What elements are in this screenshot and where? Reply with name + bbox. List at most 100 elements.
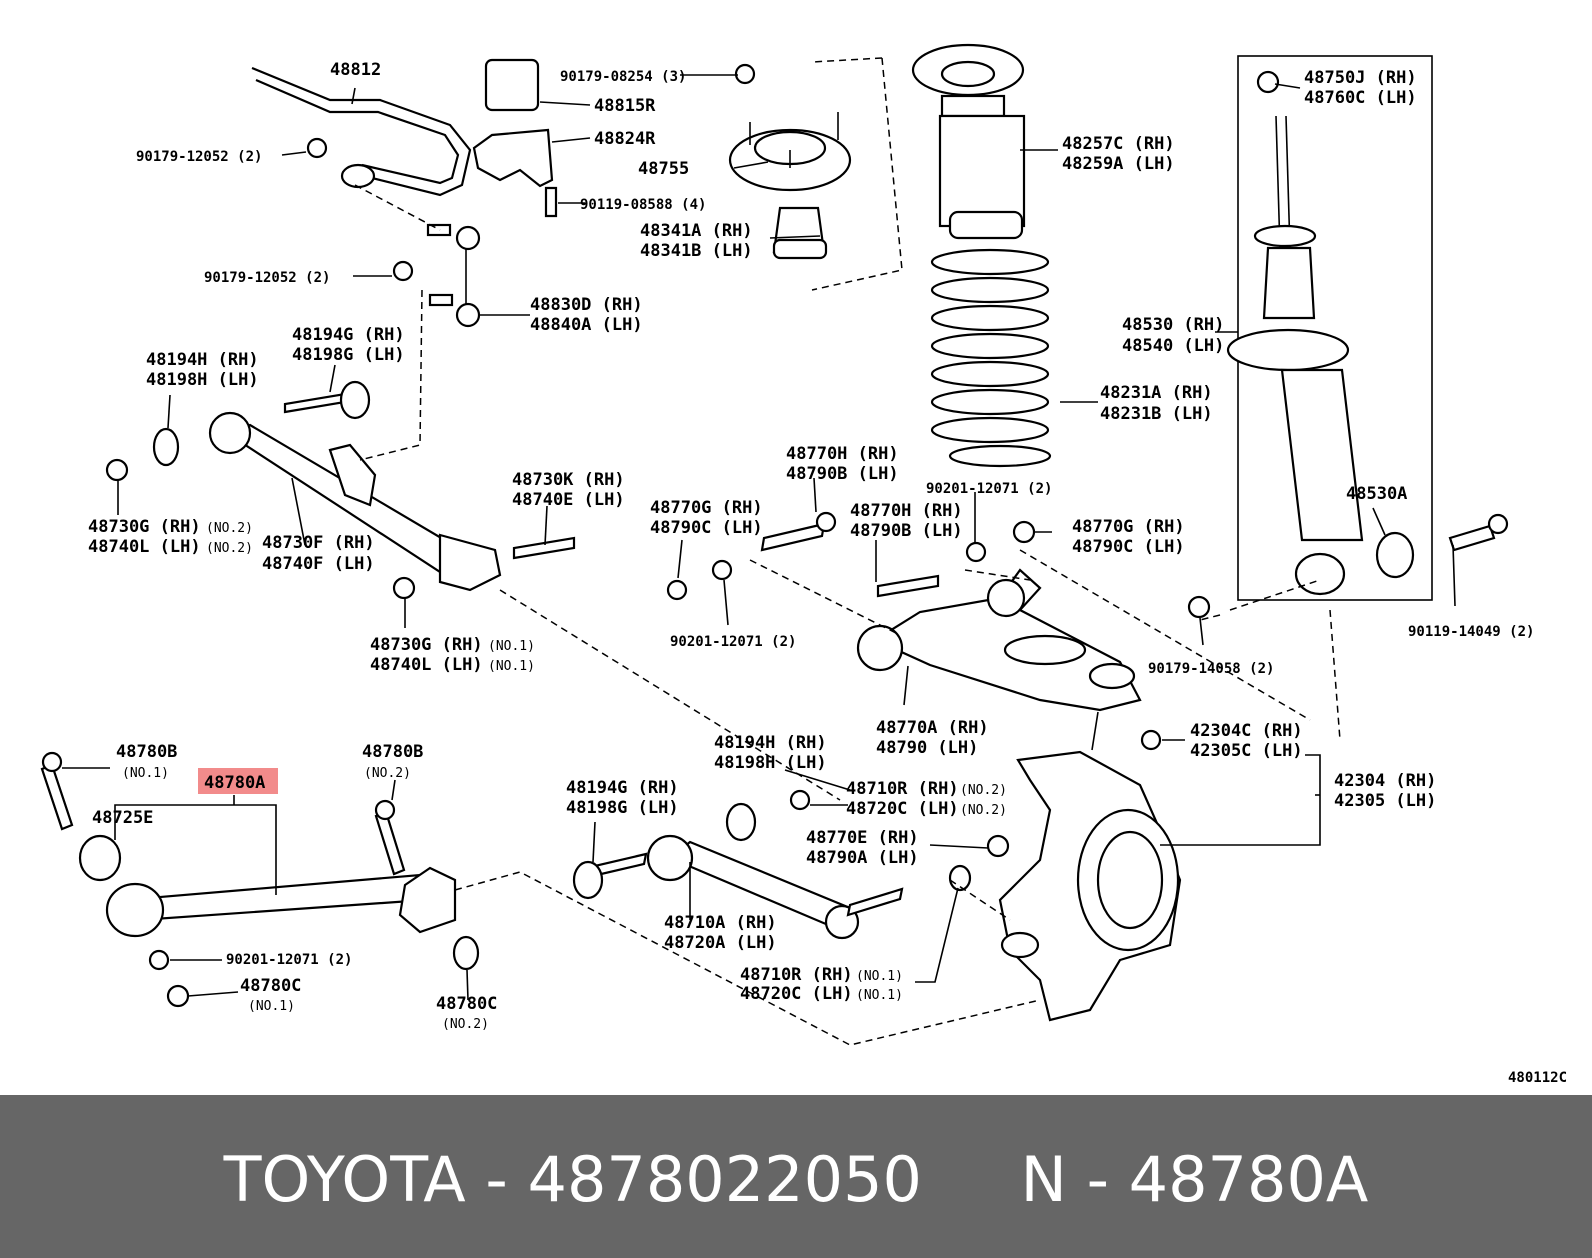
label-48730G-no2: 48730G (RH) xyxy=(88,517,201,537)
label-48780C-no1-suffix: (NO.1) xyxy=(248,999,295,1014)
label-48194H-bottom: 48194H (RH) xyxy=(714,733,827,753)
label-48530: 48530 (RH) xyxy=(1122,315,1224,335)
coil-spring-drawing xyxy=(930,248,1052,468)
label-48730F: 48730F (RH) xyxy=(262,533,375,553)
label-48770H-a: 48770H (RH) xyxy=(786,444,899,464)
stabilizer-bar-drawing xyxy=(251,58,756,282)
label-48231B: 48231B (LH) xyxy=(1100,404,1213,424)
label-90179-14058: 90179-14058 (2) xyxy=(1148,661,1274,677)
label-48725E: 48725E xyxy=(92,808,153,828)
label-48720C-no1: 48720C (LH) xyxy=(740,984,853,1004)
label-48780C-no1: 48780C xyxy=(240,976,301,996)
label-48780A-highlighted: 48780A xyxy=(204,773,265,793)
label-48710R-no2: 48710R (RH) xyxy=(846,779,959,799)
label-90119-14049: 90119-14049 (2) xyxy=(1408,624,1534,640)
footer-banner: TOYOTA - 4878022050 N - 48780A xyxy=(0,1095,1592,1258)
dust-boot-drawing xyxy=(911,43,1026,240)
label-48760C: 48760C (LH) xyxy=(1304,88,1417,108)
stabilizer-link-drawing xyxy=(426,223,481,328)
label-48770G-a: 48770G (RH) xyxy=(650,498,763,518)
label-48790A: 48790A (LH) xyxy=(806,848,919,868)
label-48815R: 48815R xyxy=(594,96,656,116)
label-48790B-b: 48790B (LH) xyxy=(850,521,963,541)
label-48720C-no1-suffix: (NO.1) xyxy=(856,988,903,1003)
label-90201-12071-c: 90201-12071 (2) xyxy=(226,952,352,968)
label-48194G-bottom: 48194G (RH) xyxy=(566,778,679,798)
label-48710R-no1-suffix: (NO.1) xyxy=(856,969,903,984)
label-48198H-bottom: 48198H (LH) xyxy=(714,753,827,773)
label-48540: 48540 (LH) xyxy=(1122,336,1224,356)
label-48730G-no1-suffix: (NO.1) xyxy=(488,639,535,654)
label-48259A: 48259A (LH) xyxy=(1062,154,1175,174)
label-90201-12071-a: 90201-12071 (2) xyxy=(926,481,1052,497)
footer-title: TOYOTA - 4878022050 N - 48780A xyxy=(223,1143,1369,1216)
label-42305C: 42305C (LH) xyxy=(1190,741,1303,761)
label-48194G-top: 48194G (RH) xyxy=(292,325,405,345)
label-90201-12071-b: 90201-12071 (2) xyxy=(670,634,796,650)
label-48780C-no2: 48780C xyxy=(436,994,497,1014)
label-48720A: 48720A (LH) xyxy=(664,933,777,953)
label-48530A: 48530A xyxy=(1346,484,1407,504)
label-42305: 42305 (LH) xyxy=(1334,791,1436,811)
steering-knuckle-drawing xyxy=(998,750,1182,1022)
shock-absorber-drawing xyxy=(1226,55,1509,601)
label-48755: 48755 xyxy=(638,159,689,179)
label-48231A: 48231A (RH) xyxy=(1100,383,1213,403)
label-48740F: 48740F (LH) xyxy=(262,554,375,574)
label-90119-08588: 90119-08588 (4) xyxy=(580,197,706,213)
label-48198G-top: 48198G (LH) xyxy=(292,345,405,365)
label-48770E: 48770E (RH) xyxy=(806,828,919,848)
lateral-control-arm-drawing xyxy=(105,380,576,600)
upper-support-drawing xyxy=(728,112,852,260)
label-48770A: 48770A (RH) xyxy=(876,718,989,738)
label-48341B: 48341B (LH) xyxy=(640,241,753,261)
upper-control-arm-drawing xyxy=(666,511,1211,751)
label-48710R-no2-suffix: (NO.2) xyxy=(960,783,1007,798)
label-48198G-bottom: 48198G (LH) xyxy=(566,798,679,818)
label-48257C: 48257C (RH) xyxy=(1062,134,1175,154)
label-48710A: 48710A (RH) xyxy=(664,913,777,933)
label-48812: 48812 xyxy=(330,60,381,80)
lower-control-arm-drawing xyxy=(40,751,480,1008)
label-48740L-no2: 48740L (LH) xyxy=(88,537,201,557)
toe-control-arm-drawing xyxy=(572,789,1010,940)
label-48740L-no1: 48740L (LH) xyxy=(370,655,483,675)
label-48341A: 48341A (RH) xyxy=(640,221,753,241)
label-48830D: 48830D (RH) xyxy=(530,295,643,315)
label-48740L-no1-suffix: (NO.1) xyxy=(488,659,535,674)
label-48780B-no2: 48780B xyxy=(362,742,423,762)
label-48790C-b: 48790C (LH) xyxy=(1072,537,1185,557)
dashed-connectors xyxy=(354,57,1341,1046)
label-48770G-b: 48770G (RH) xyxy=(1072,517,1185,537)
label-48840A: 48840A (LH) xyxy=(530,315,643,335)
label-90179-08254: 90179-08254 (3) xyxy=(560,69,686,85)
label-48740L-no2-suffix: (NO.2) xyxy=(206,541,253,556)
label-48730K: 48730K (RH) xyxy=(512,470,625,490)
diagram-code: 480112C xyxy=(1508,1070,1567,1086)
label-90179-12052-upper: 90179-12052 (2) xyxy=(136,149,262,165)
label-48790B-a: 48790B (LH) xyxy=(786,464,899,484)
label-48710R-no1: 48710R (RH) xyxy=(740,965,853,985)
label-48198H-top: 48198H (LH) xyxy=(146,370,259,390)
label-48770H-b: 48770H (RH) xyxy=(850,501,963,521)
label-42304C: 42304C (RH) xyxy=(1190,721,1303,741)
highlight-box xyxy=(198,768,278,794)
label-48824R: 48824R xyxy=(594,129,656,149)
label-48790: 48790 (LH) xyxy=(876,738,978,758)
label-48780C-no2-suffix: (NO.2) xyxy=(442,1017,489,1032)
label-48720C-no2: 48720C (LH) xyxy=(846,799,959,819)
parts-diagram: 48812 90179-08254 (3) 48815R 48824R 4875… xyxy=(40,43,1567,1086)
leader-lines xyxy=(62,74,1456,1001)
label-48194H-top: 48194H (RH) xyxy=(146,350,259,370)
label-48790C-a: 48790C (LH) xyxy=(650,518,763,538)
label-48780B-no1: 48780B xyxy=(116,742,177,762)
label-48730G-no1: 48730G (RH) xyxy=(370,635,483,655)
label-42304: 42304 (RH) xyxy=(1334,771,1436,791)
label-48780B-no2-suffix: (NO.2) xyxy=(364,766,411,781)
label-48780B-no1-suffix: (NO.1) xyxy=(122,766,169,781)
label-48730G-no2-suffix: (NO.2) xyxy=(206,521,253,536)
label-48720C-no2-suffix: (NO.2) xyxy=(960,803,1007,818)
label-48740E: 48740E (LH) xyxy=(512,490,625,510)
label-48750J: 48750J (RH) xyxy=(1304,68,1417,88)
label-90179-12052-lower: 90179-12052 (2) xyxy=(204,270,330,286)
